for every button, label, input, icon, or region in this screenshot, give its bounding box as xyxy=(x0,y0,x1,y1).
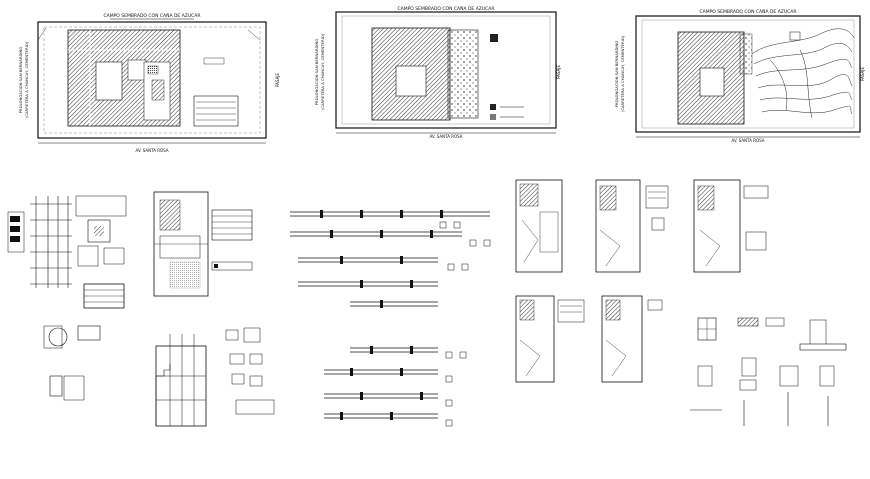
plan-1-bottom-label: AV. SANTA ROSA xyxy=(135,148,168,153)
plan-3-top-label: CAMPO SEMBRADO CON CAÑA DE AZUCAR xyxy=(699,8,796,15)
stair-section xyxy=(155,327,275,427)
plan-3-bottom-label: AV. SANTA ROSA xyxy=(731,138,764,143)
plan-3-right-label: PASAJE xyxy=(860,67,865,81)
plan-1-left-label-1: PROLONGACION SAN BERNARDINO xyxy=(18,47,23,114)
window-door-details xyxy=(690,317,847,426)
plan-2-right-label: PASAJE xyxy=(556,65,561,79)
plan-2-left-label-2: (CARRETERA A CHANCAY, CEMENTERIO) xyxy=(320,33,325,110)
plan-1-top-label: CAMPO SEMBRADO CON CAÑA DE AZUCAR xyxy=(103,12,200,19)
plan-3-left-label-2: (CARRETERA A CHANCAY, CEMENTERIO) xyxy=(620,35,625,112)
site-plan-1: CAMPO SEMBRADO CON CAÑA DE AZUCAR PROLON… xyxy=(18,12,280,153)
floor-plan-narrow xyxy=(153,191,253,297)
foundation-plan-details xyxy=(7,195,127,309)
plan-1-right-label: PASAJE xyxy=(275,73,280,87)
plan-2-top-label: CAMPO SEMBRADO CON CAÑA DE AZUCAR xyxy=(397,5,494,12)
site-plan-2: CAMPO SEMBRADO CON CAÑA DE AZUCAR PROLON… xyxy=(314,5,561,139)
column-details xyxy=(43,325,101,401)
site-plan-3: CAMPO SEMBRADO CON CAÑA DE AZUCAR PROLON… xyxy=(614,8,865,143)
plan-2-left-label-1: PROLONGACION SAN BERNARDINO xyxy=(314,39,319,106)
architectural-floor-plans xyxy=(515,179,769,383)
plan-1-left-label-2: (CARRETERA A CHANCAY, CEMENTERIO) xyxy=(24,41,29,118)
beam-elevations xyxy=(290,210,491,427)
plan-2-bottom-label: AV. SANTA ROSA xyxy=(429,134,462,139)
plan-3-left-label-1: PROLONGACION SAN BERNARDINO xyxy=(614,41,619,108)
